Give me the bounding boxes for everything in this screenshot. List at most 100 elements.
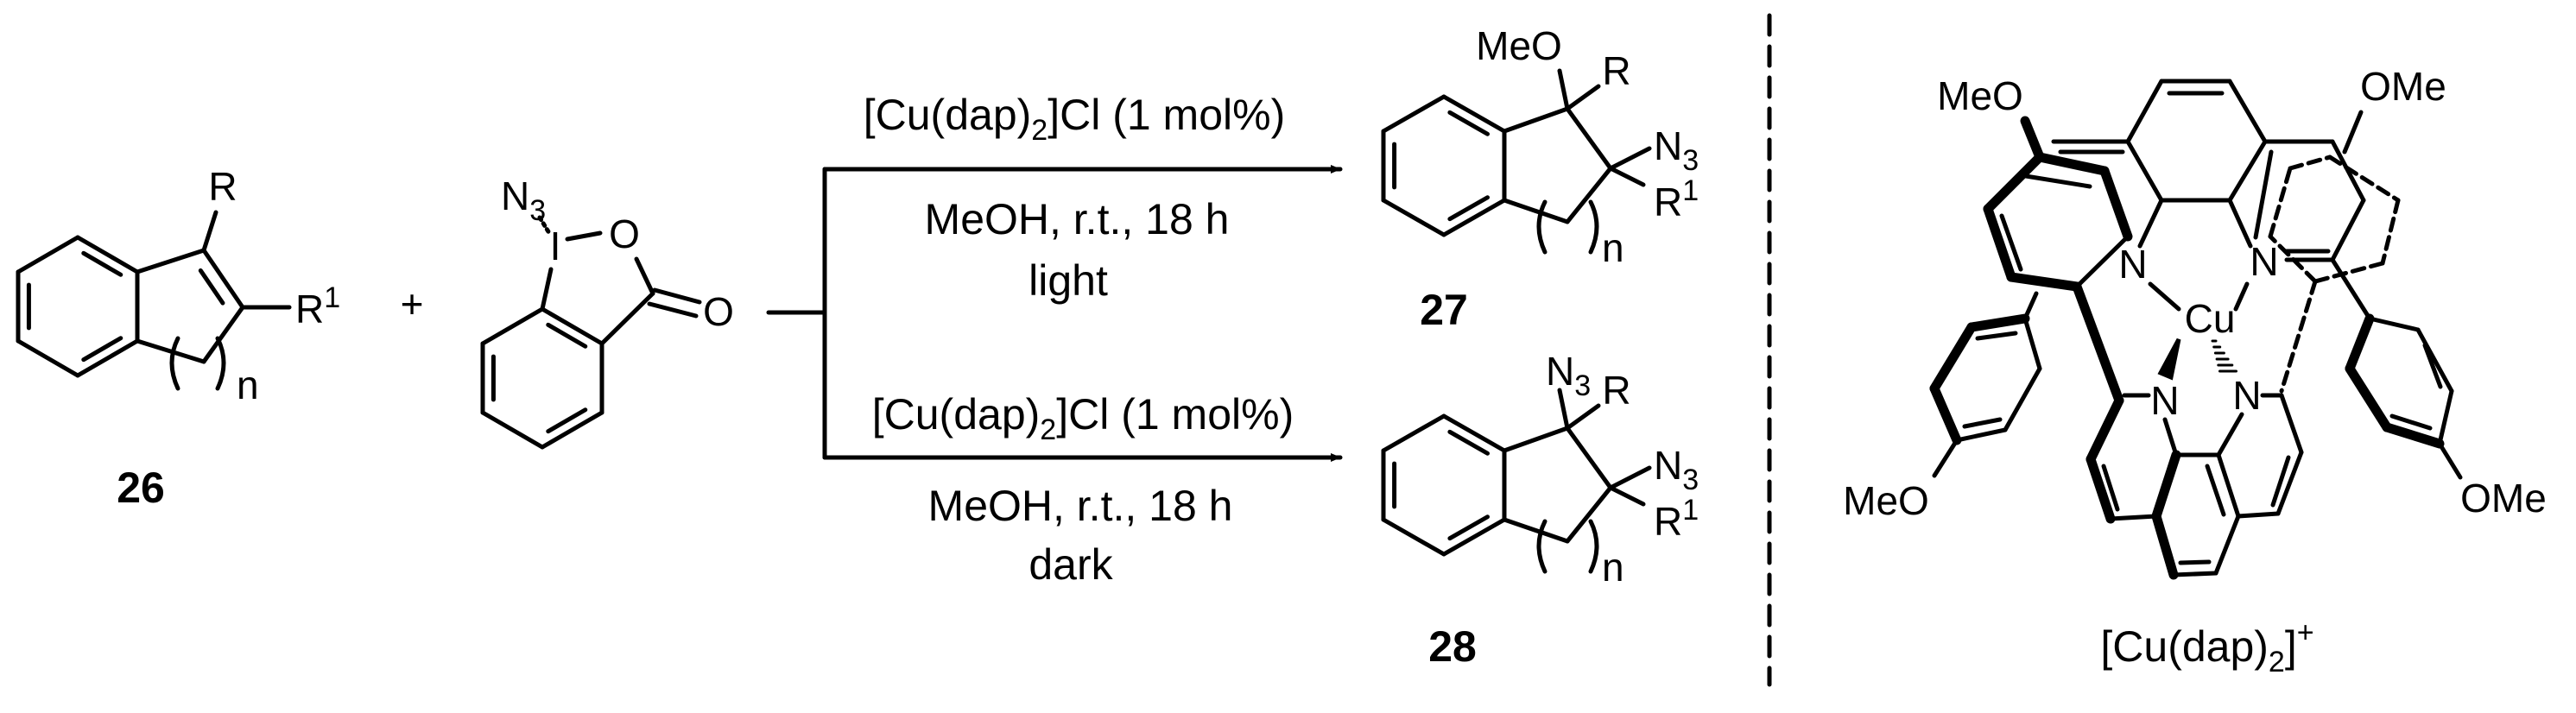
bond	[1565, 403, 1601, 431]
bond	[2437, 388, 2454, 446]
bond	[2227, 79, 2268, 144]
bond	[201, 305, 245, 364]
atom-R: R	[208, 164, 237, 209]
n-subscript: 3	[1682, 464, 1699, 496]
bond	[1932, 438, 1959, 478]
cat-pre: [Cu(dap)	[864, 91, 1032, 139]
atom-N3: N3	[1654, 443, 1699, 496]
atom-N: N	[2250, 239, 2278, 284]
bond	[2233, 281, 2250, 312]
r1-superscript: 1	[1682, 174, 1699, 207]
compound-28: N3 R N3 R1 n 28	[1428, 349, 1699, 671]
dashed-bond	[2313, 261, 2385, 284]
bond	[2367, 316, 2421, 332]
bond	[2125, 79, 2164, 144]
bond	[1557, 68, 1570, 111]
bond	[2099, 166, 2133, 242]
double-bond-line	[2205, 464, 2226, 517]
dashed-bond	[2268, 166, 2293, 239]
bond	[2151, 450, 2181, 521]
bond	[1441, 517, 1507, 557]
double-bond-line	[1447, 195, 1491, 222]
atom-N3: N3	[501, 174, 546, 227]
dashed-bond	[2279, 279, 2318, 394]
bond	[2330, 257, 2372, 321]
bond	[540, 267, 554, 312]
repeat-bracket	[169, 336, 180, 391]
bond	[2279, 393, 2304, 455]
bond	[1929, 322, 1977, 394]
double-bond-line	[1975, 331, 2018, 341]
dashed-bond	[2288, 155, 2332, 171]
dashed-bond	[2268, 234, 2318, 284]
bond	[1441, 413, 1507, 453]
r1-superscript: 1	[1682, 494, 1699, 527]
bond	[2035, 152, 2110, 176]
atom-N3: N3	[1654, 123, 1699, 177]
bond	[1608, 485, 1646, 507]
cu-dap-complex: MeO OMe MeO OMe N N N N Cu [Cu(dap)2]+	[1843, 64, 2547, 678]
dashed-bond	[2380, 198, 2401, 266]
bond	[634, 256, 655, 296]
bond	[1381, 517, 1446, 557]
label-sup: +	[2297, 616, 2314, 649]
bond	[1502, 106, 1570, 134]
bond	[75, 338, 140, 378]
bond	[1608, 166, 1646, 187]
atom-N3-top: N3	[1546, 349, 1591, 402]
bond	[2022, 316, 2042, 371]
double-bond-line	[1447, 429, 1491, 456]
double-bond-line	[546, 407, 588, 434]
bond	[1502, 198, 1570, 224]
bond	[2020, 116, 2045, 162]
cat-sub: 2	[1040, 413, 1056, 446]
bond	[16, 235, 80, 274]
bond	[540, 306, 604, 346]
catalyst-text: [Cu(dap)2]Cl (1 mol%)	[864, 91, 1285, 147]
atom-R1: R1	[295, 281, 340, 331]
group-OMe-bottom-right: OMe	[2460, 476, 2547, 521]
group-MeO: MeO	[1476, 23, 1562, 68]
bond	[2137, 198, 2164, 249]
compound-label-28: 28	[1428, 622, 1477, 671]
bond	[2437, 441, 2463, 480]
index-n: n	[1602, 225, 1624, 270]
bond	[2148, 281, 2181, 312]
bond	[2162, 417, 2179, 457]
bond	[1441, 198, 1507, 237]
bond	[1929, 383, 1962, 445]
bond	[1565, 166, 1613, 224]
mode-text: dark	[1029, 540, 1113, 589]
r1-superscript: 1	[324, 281, 340, 314]
bond	[2171, 571, 2218, 577]
cat-post: ]Cl (1 mol%)	[1056, 390, 1294, 439]
r1-text: R	[1654, 180, 1682, 224]
bond	[599, 291, 655, 346]
bond	[540, 410, 604, 450]
bond	[2330, 198, 2366, 262]
bond	[480, 306, 545, 346]
repeat-bracket	[1536, 519, 1547, 574]
double-bond-line	[2253, 149, 2274, 240]
bond	[480, 410, 545, 450]
bond	[2342, 110, 2364, 155]
bond	[2216, 452, 2241, 519]
n-subscript: 3	[529, 194, 546, 227]
bond	[2072, 281, 2124, 406]
bond	[1557, 388, 1570, 431]
atom-N: N	[2150, 378, 2179, 423]
bond	[1565, 426, 1613, 490]
mode-text: light	[1029, 256, 1108, 305]
repeat-bracket	[1588, 519, 1599, 574]
double-bond-line	[198, 268, 225, 306]
atom-N: N	[2118, 242, 2147, 287]
bond	[1381, 198, 1446, 237]
cat-post: ]Cl (1 mol%)	[1047, 91, 1285, 139]
group-MeO-top-left: MeO	[1937, 73, 2023, 118]
bond	[201, 210, 218, 253]
solvent-text: MeOH, r.t., 18 h	[928, 482, 1233, 530]
bond	[1502, 426, 1570, 453]
double-bond-line	[2101, 464, 2120, 512]
bond	[1441, 94, 1507, 134]
compound-label-26: 26	[117, 464, 165, 512]
